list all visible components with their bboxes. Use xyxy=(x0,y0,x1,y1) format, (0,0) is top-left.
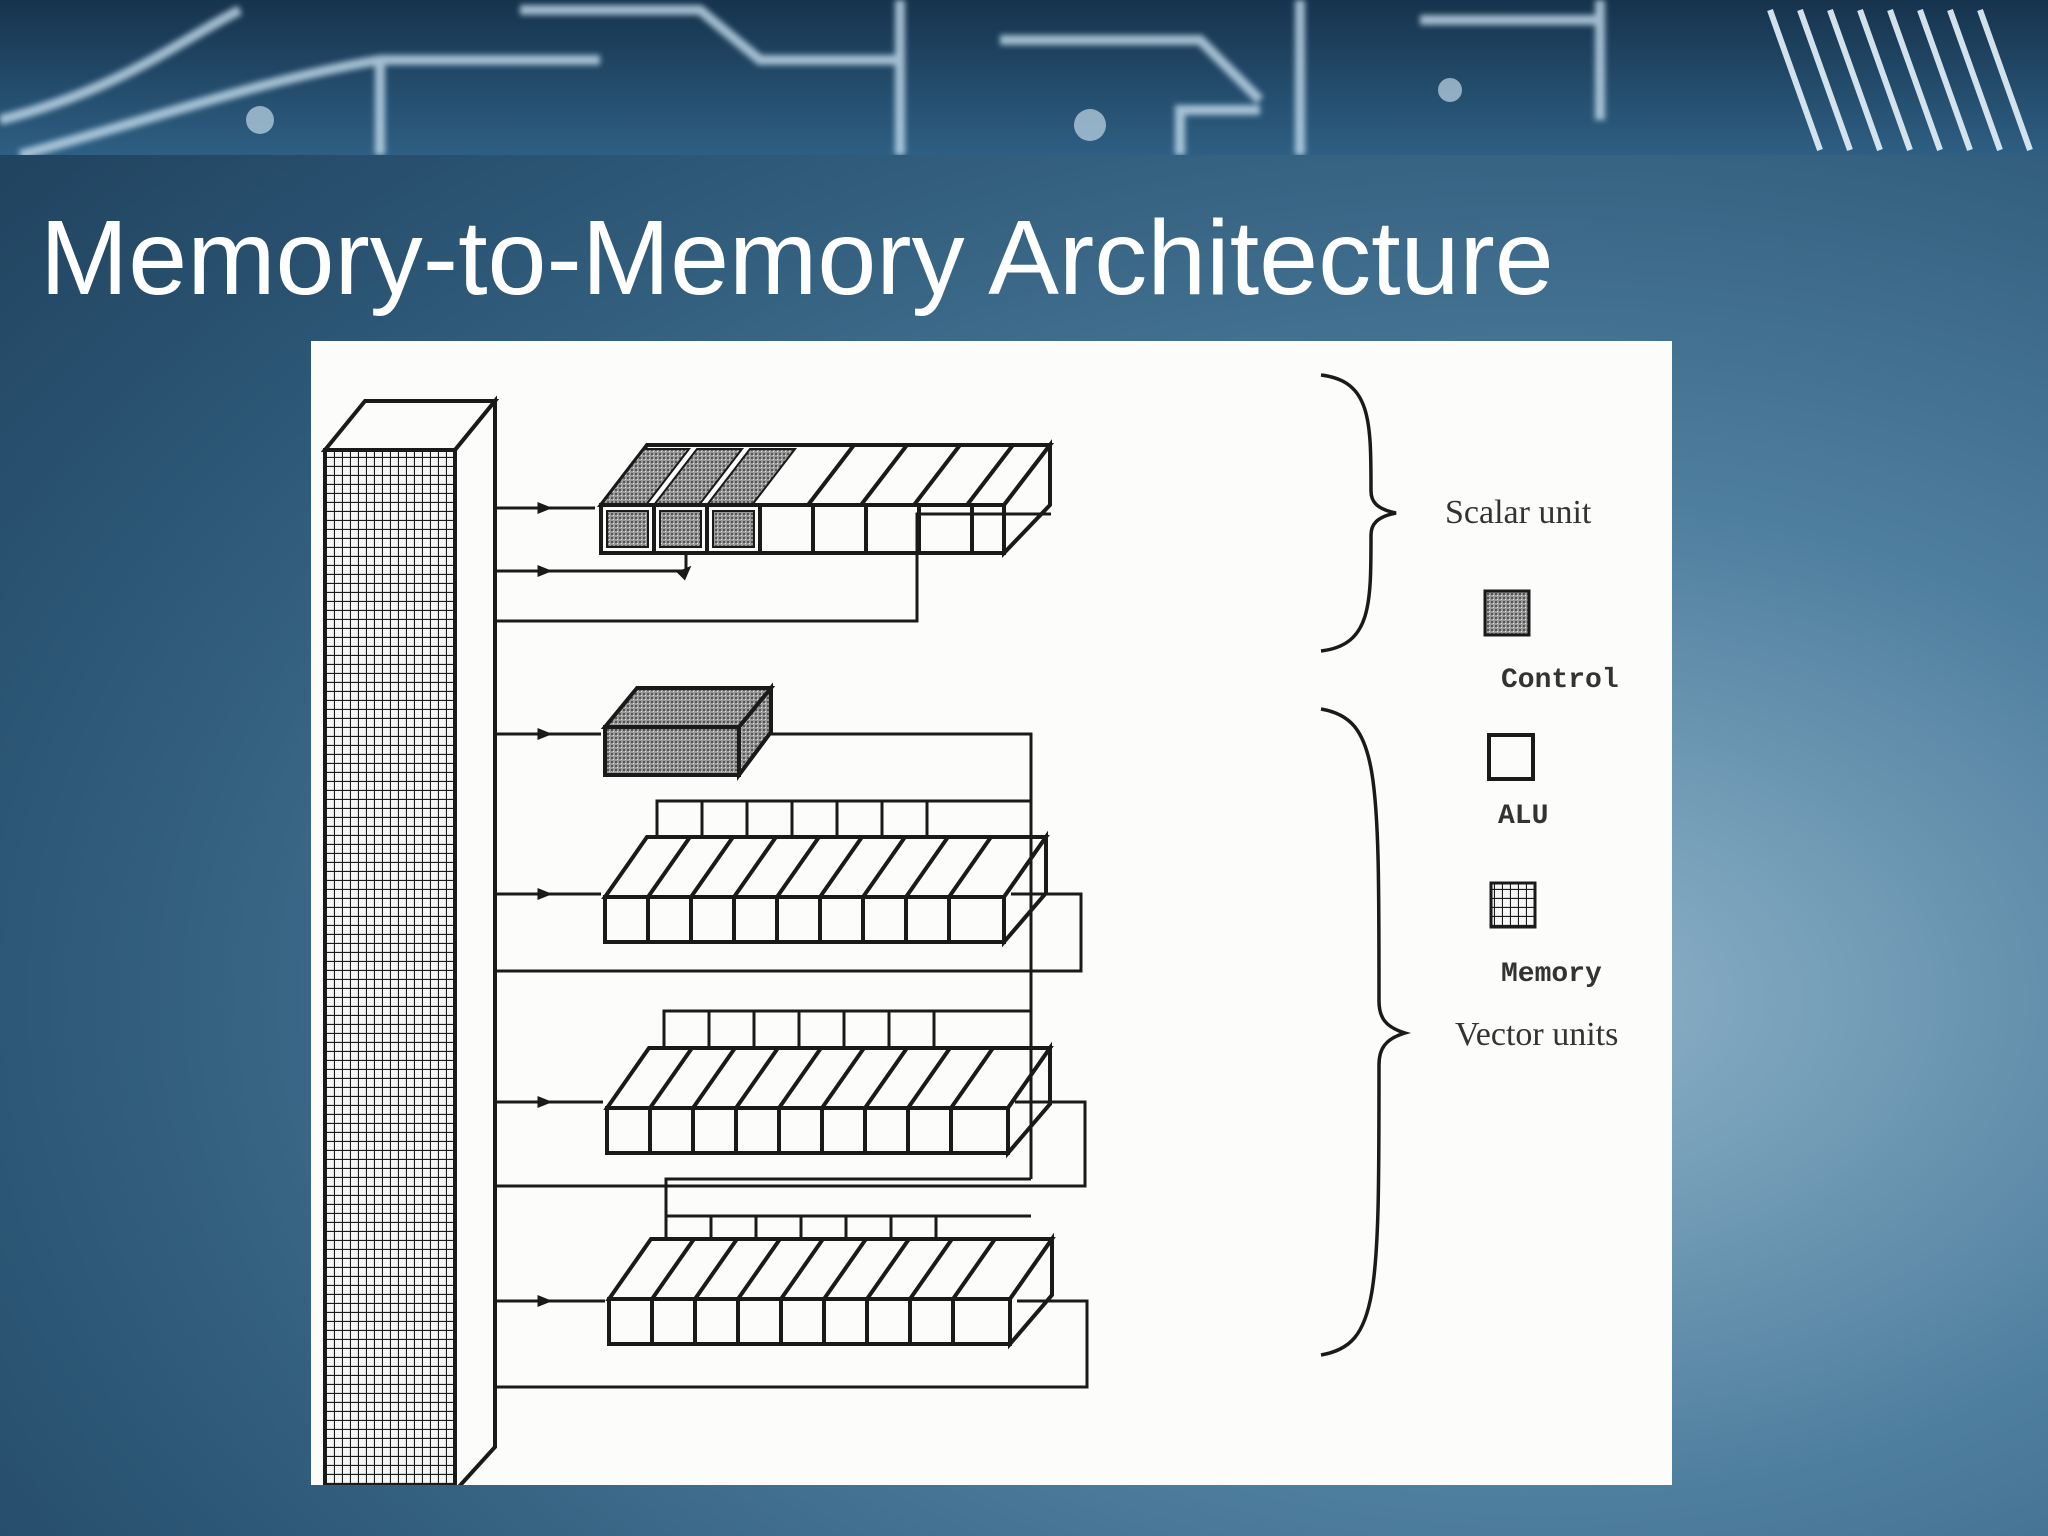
memory-column xyxy=(320,395,500,1485)
legend-memory: Memory xyxy=(1489,881,1602,990)
legend-alu: ALU xyxy=(1487,733,1548,832)
control-unit xyxy=(600,682,776,782)
circuit-banner xyxy=(0,0,2048,155)
architecture-diagram: Scalar unit Vector units Control ALU Mem… xyxy=(311,341,1672,1485)
legend-control-label: Control xyxy=(1501,665,1619,696)
vector-brace xyxy=(1320,707,1412,1357)
memory-swatch-icon xyxy=(1489,881,1537,929)
scalar-unit-label: Scalar unit xyxy=(1445,494,1592,531)
control-swatch-icon xyxy=(1483,589,1531,637)
legend-control: Control xyxy=(1483,589,1619,696)
legend-alu-label: ALU xyxy=(1498,801,1548,832)
slide-title: Memory-to-Memory Architecture xyxy=(40,199,1554,317)
legend-memory-label: Memory xyxy=(1501,959,1602,990)
alu-swatch-icon xyxy=(1487,733,1535,781)
scalar-pipeline xyxy=(596,439,1055,558)
legend: Control ALU Memory xyxy=(1483,589,1619,990)
scalar-brace xyxy=(1320,373,1397,653)
interconnect-wires xyxy=(495,502,1089,1389)
vector-pipelines xyxy=(601,830,1056,1350)
vector-units-label: Vector units xyxy=(1455,1016,1618,1053)
